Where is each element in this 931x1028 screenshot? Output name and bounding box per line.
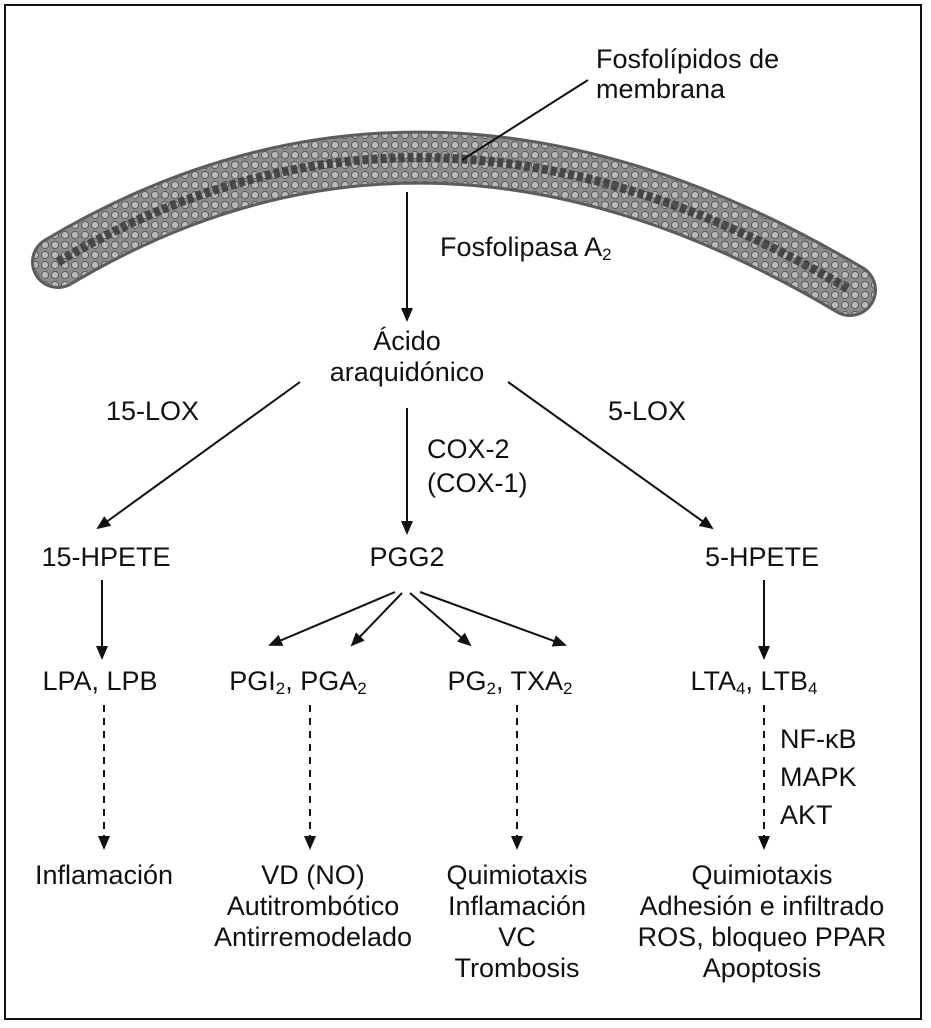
product-lta4-ltb4: LTA4, LTB4 [690,666,818,698]
effect-item: VD (NO) [261,860,365,890]
membrane-label-line1: Fosfolípidos de [596,44,780,74]
membrane-pointer-line [461,79,589,161]
enzyme-cox2: COX-2 [427,434,510,464]
phospholipase-text: Fosfolipasa A [440,232,603,262]
enzyme-cox1: (COX-1) [427,468,528,498]
effect-item: Inflamación [447,891,587,921]
product-lpa-lpb: LPA, LPB [42,666,158,696]
arachidonic-acid-line2: araquidónico [329,357,485,387]
product-pg2-txa2: PG2, TXA2 [447,666,573,698]
effect-item: Trombosis [454,953,580,983]
phospholipase-subscript: 2 [602,245,612,264]
effects-col2: VD (NO) Autitrombótico Antirremodelado [214,860,412,953]
enzyme-5lox: 5-LOX [608,396,687,426]
signaling-list: NF-κB MAPK AKT [780,720,857,834]
intermediate-pgg2: PGG2 [369,542,445,572]
effect-item: Apoptosis [702,953,822,983]
arrow-pgg2-to-txa2 [419,591,567,647]
signaling-akt: AKT [780,800,833,830]
arrow-aa-to-5hpete [507,381,714,530]
effects-col1: Inflamación [35,860,173,891]
effects-col3: Quimiotaxis Inflamación VC Trombosis [446,860,587,984]
phospholipase-label: Fosfolipasa A2 [440,232,612,264]
effect-item: Quimiotaxis [446,860,588,890]
effect-item: Adhesión e infiltrado [639,891,885,921]
enzyme-cox: COX-2 (COX-1) [427,432,528,500]
effect-item: Autitrombótico [226,891,400,921]
arrow-pgg2-to-pgi2 [268,591,396,646]
effect-item: VC [498,922,536,952]
effect-item: ROS, bloqueo PPAR [637,922,887,952]
intermediate-15hpete: 15-HPETE [41,542,171,572]
effect-item: Quimiotaxis [691,860,833,890]
signaling-nfkb: NF-κB [780,724,857,754]
arrow-pgg2-to-pga2 [350,592,403,647]
arachidonic-acid-line1: Ácido [373,326,441,356]
product-pgi2-pga2: PGI2, PGA2 [229,666,367,698]
arrow-pgg2-to-pg2 [409,592,472,647]
membrane-label: Fosfolípidos de membrana [596,44,779,104]
diagram-frame [4,4,922,1020]
signaling-mapk: MAPK [780,762,857,792]
arrow-aa-to-15hpete [96,381,301,530]
effect-item: Antirremodelado [213,922,413,952]
effect-item: Inflamación [34,860,174,890]
effects-col4: Quimiotaxis Adhesión e infiltrado ROS, b… [638,860,887,984]
intermediate-5hpete: 5-HPETE [704,542,820,572]
arachidonic-acid-label: Ácido araquidónico [330,326,485,388]
membrane-label-line2: membrana [596,74,726,104]
membrane-bilayer [31,130,877,317]
enzyme-15lox: 15-LOX [106,396,200,426]
